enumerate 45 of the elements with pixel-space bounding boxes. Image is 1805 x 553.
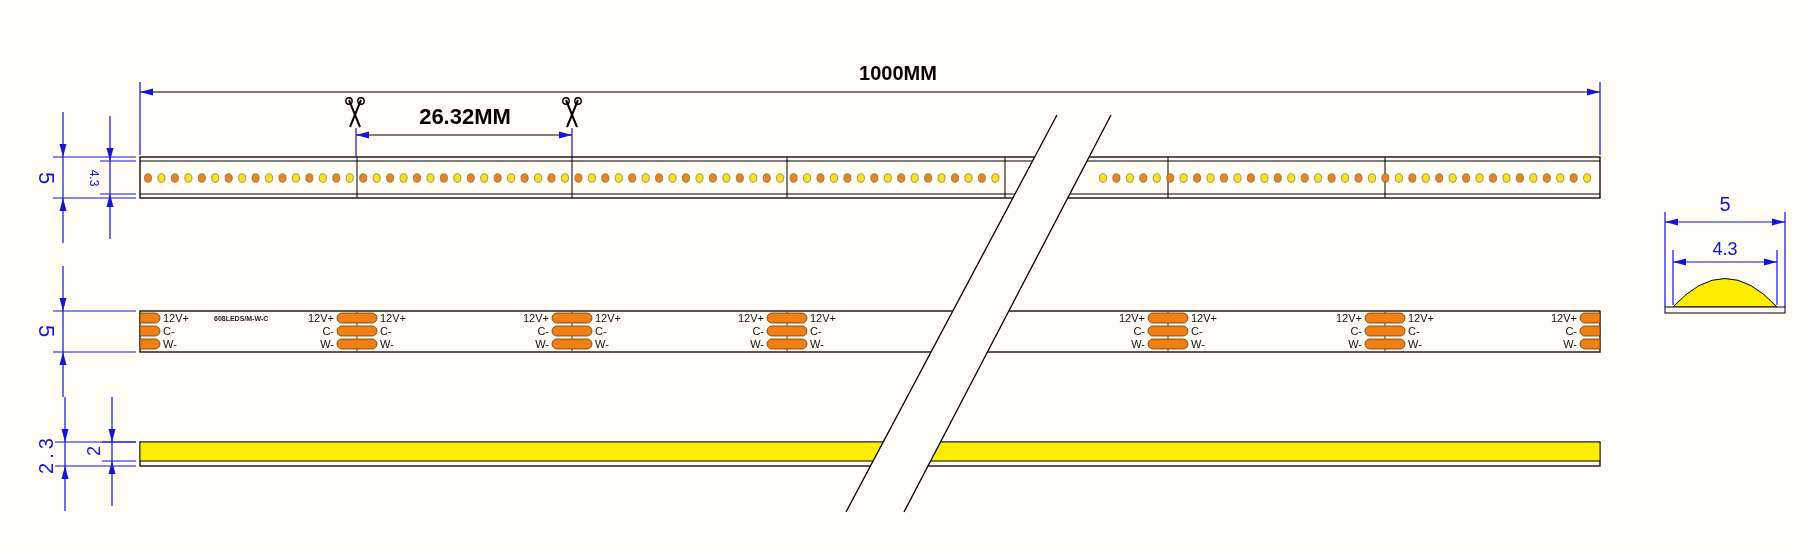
pin-label: 12V+ xyxy=(1336,312,1362,324)
pin-label: C- xyxy=(752,325,764,337)
pin-label: W- xyxy=(595,338,609,350)
dimension-label: 5 xyxy=(35,171,57,185)
dimension-label: 26.32MM xyxy=(419,106,511,128)
pin-label: C- xyxy=(380,325,392,337)
pin-label: C- xyxy=(1133,325,1145,337)
pin-label: 12V+ xyxy=(308,312,334,324)
pin-label: 12V+ xyxy=(810,312,836,324)
pin-label: W- xyxy=(1191,338,1205,350)
dimension-label: 2 xyxy=(85,446,103,456)
dimension-label: 4.3 xyxy=(88,169,100,187)
pin-label: C- xyxy=(322,325,334,337)
pin-label: W- xyxy=(1131,338,1145,350)
pin-label: C- xyxy=(537,325,549,337)
dimension-label: 2.3 xyxy=(36,434,56,474)
pin-label: W- xyxy=(163,338,177,350)
pin-label: C- xyxy=(1408,325,1420,337)
pin-label: W- xyxy=(535,338,549,350)
pin-label: 12V+ xyxy=(380,312,406,324)
pin-label: W- xyxy=(1348,338,1362,350)
pin-label: 12V+ xyxy=(1551,312,1577,324)
pin-label: W- xyxy=(320,338,334,350)
dimension-label: 5 xyxy=(1719,194,1731,214)
pin-label: 12V+ xyxy=(523,312,549,324)
pin-label: 12V+ xyxy=(1408,312,1434,324)
pin-label: W- xyxy=(380,338,394,350)
pin-label: W- xyxy=(1408,338,1422,350)
pin-label: W- xyxy=(1563,338,1577,350)
pin-label: C- xyxy=(163,325,175,337)
pin-label: C- xyxy=(1565,325,1577,337)
dimension-label: 5 xyxy=(35,324,57,338)
pin-label: 12V+ xyxy=(738,312,764,324)
pin-label: W- xyxy=(750,338,764,350)
pin-label: 12V+ xyxy=(595,312,621,324)
pin-label: C- xyxy=(595,325,607,337)
pin-label: C- xyxy=(1350,325,1362,337)
dimension-label: 4.3 xyxy=(1712,240,1738,258)
pin-label: C- xyxy=(1191,325,1203,337)
dimension-label: 1000MM xyxy=(859,63,937,83)
pin-label: 12V+ xyxy=(1191,312,1217,324)
pin-label: 12V+ xyxy=(1119,312,1145,324)
pin-label: C- xyxy=(810,325,822,337)
pin-label: 12V+ xyxy=(163,312,189,324)
pin-label: W- xyxy=(810,338,824,350)
